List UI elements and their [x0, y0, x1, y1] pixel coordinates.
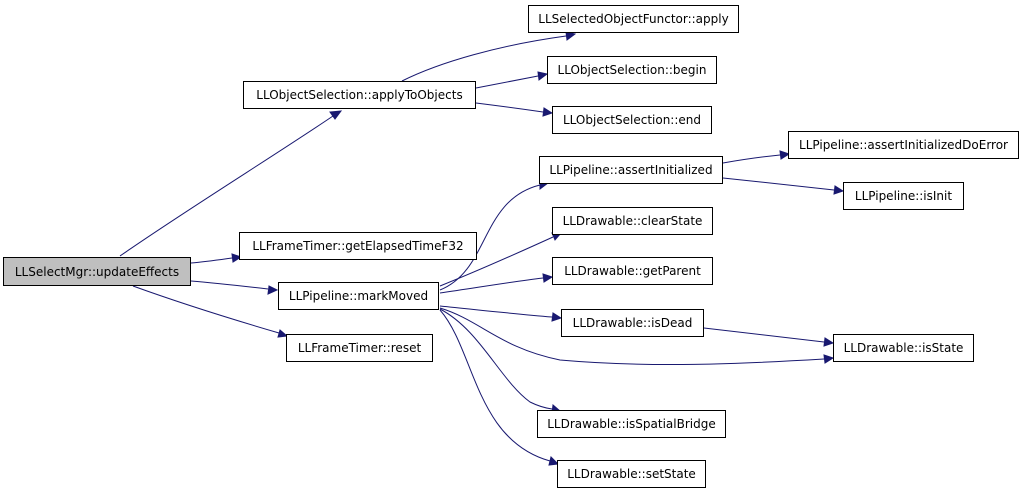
node-lldrawable-isstate[interactable]: LLDrawable::isState	[833, 334, 974, 362]
edge-n11-n12	[439, 305, 563, 322]
edge-n11-n16	[439, 309, 560, 466]
node-lldrawable-setstate[interactable]: LLDrawable::setState	[557, 460, 706, 488]
edge-n11-n13	[439, 307, 835, 366]
edge-n12-n13	[703, 327, 835, 347]
edge-n2-n1	[401, 31, 577, 82]
edge-n11-n15	[439, 308, 562, 414]
node-llobjectselection-end[interactable]: LLObjectSelection::end	[552, 106, 712, 134]
edge-n0-n2	[119, 110, 343, 257]
node-llselectedobjectfunctor-apply[interactable]: LLSelectedObjectFunctor::apply	[528, 5, 739, 33]
node-llframetimer-reset[interactable]: LLFrameTimer::reset	[286, 334, 433, 362]
node-llpipeline-markmoved[interactable]: LLPipeline::markMoved	[278, 282, 439, 310]
node-llframetimer-getelapsedtimef32[interactable]: LLFrameTimer::getElapsedTimeF32	[239, 232, 477, 260]
node-lldrawable-isdead[interactable]: LLDrawable::isDead	[561, 309, 704, 337]
node-llselectmgr-updateeffects: LLSelectMgr::updateEffects	[3, 257, 191, 286]
node-llobjectselection-applytoobjects[interactable]: LLObjectSelection::applyToObjects	[243, 81, 476, 109]
edge-n11-n10	[439, 273, 554, 294]
node-lldrawable-getparent[interactable]: LLDrawable::getParent	[552, 257, 713, 285]
node-lldrawable-isspatialbridge[interactable]: LLDrawable::isSpatialBridge	[537, 410, 726, 438]
edge-n6-n5	[722, 150, 791, 164]
node-lldrawable-clearstate[interactable]: LLDrawable::clearState	[552, 207, 713, 235]
node-llpipeline-isinit[interactable]: LLPipeline::isInit	[843, 182, 964, 210]
edge-n2-n4	[475, 102, 554, 117]
node-llpipeline-assertinitialized[interactable]: LLPipeline::assertInitialized	[539, 156, 723, 184]
node-llpipeline-assertinitializeddoerror[interactable]: LLPipeline::assertInitializedDoError	[788, 131, 1019, 159]
edge-n2-n3	[475, 71, 549, 89]
edge-n0-n14	[132, 285, 289, 338]
edge-n0-n9	[190, 253, 243, 264]
edge-n6-n7	[722, 177, 845, 195]
node-llobjectselection-begin[interactable]: LLObjectSelection::begin	[547, 56, 717, 84]
edge-n0-n11	[190, 280, 279, 295]
